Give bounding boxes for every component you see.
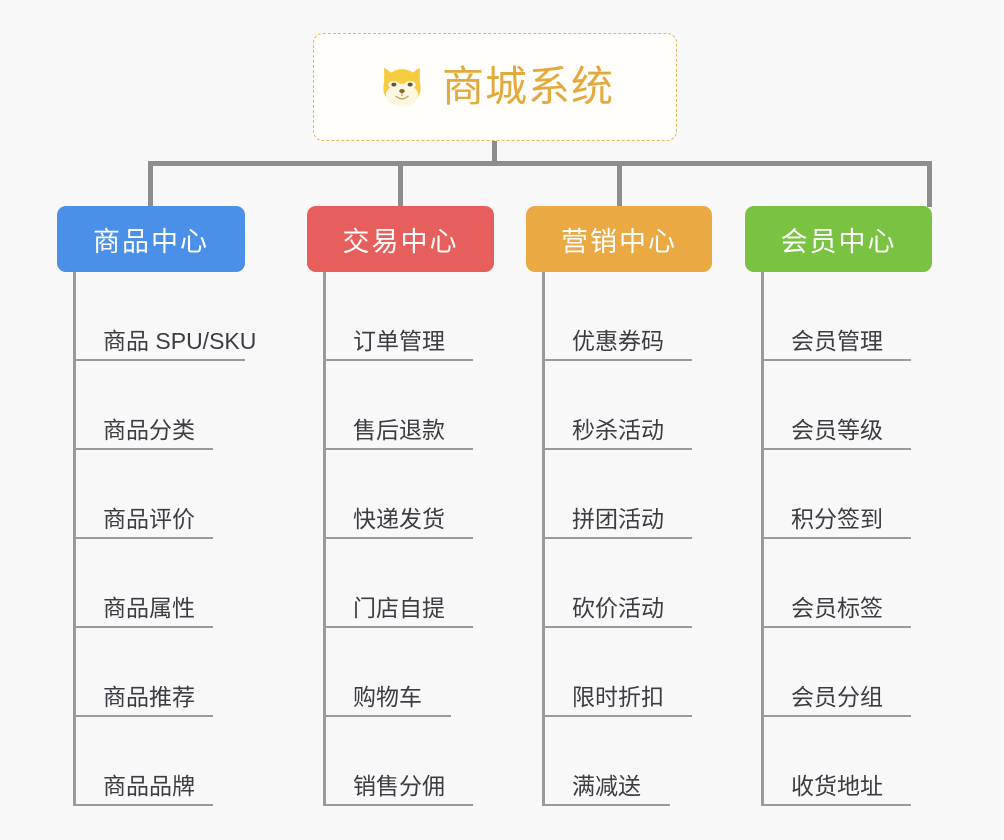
list-item[interactable]: 商品评价 <box>73 450 213 539</box>
list-item[interactable]: 砍价活动 <box>542 539 692 628</box>
list-item[interactable]: 商品品牌 <box>73 717 213 806</box>
list-item[interactable]: 门店自提 <box>323 539 473 628</box>
leaf-label: 满减送 <box>572 772 641 799</box>
shiba-dog-face-icon <box>376 61 428 113</box>
connector-root-stub <box>492 141 497 163</box>
leaf-label: 商品评价 <box>103 505 195 532</box>
category-header-member-center[interactable]: 会员中心 <box>745 206 932 272</box>
list-item[interactable]: 销售分佣 <box>323 717 473 806</box>
list-item[interactable]: 优惠券码 <box>542 272 692 361</box>
category-header-trade-center[interactable]: 交易中心 <box>307 206 494 272</box>
leaf-label: 快递发货 <box>353 505 445 532</box>
leaf-label: 收货地址 <box>791 772 883 799</box>
leaf-label: 积分签到 <box>791 505 883 532</box>
list-item[interactable]: 售后退款 <box>323 361 473 450</box>
leaf-label: 门店自提 <box>353 594 445 621</box>
connector-horizontal-bus <box>148 161 932 166</box>
leaf-label: 商品分类 <box>103 416 195 443</box>
connector-drop-2 <box>398 161 403 207</box>
root-title: 商城系统 <box>441 63 614 110</box>
leaf-label: 会员标签 <box>791 594 883 621</box>
column-trade-center: 交易中心 订单管理 售后退款 快递发货 门店自提 购物车 销售分佣 <box>307 206 527 806</box>
connector-drop-4 <box>927 161 932 207</box>
leaf-list-trade-center: 订单管理 售后退款 快递发货 门店自提 购物车 销售分佣 <box>307 272 527 806</box>
leaf-list-product-center: 商品 SPU/SKU 商品分类 商品评价 商品属性 商品推荐 商品品牌 <box>57 272 277 806</box>
category-label: 交易中心 <box>342 226 459 257</box>
leaf-label: 订单管理 <box>353 327 445 354</box>
list-item[interactable]: 会员等级 <box>761 361 911 450</box>
list-item[interactable]: 购物车 <box>323 628 451 717</box>
category-header-marketing-center[interactable]: 营销中心 <box>526 206 712 272</box>
list-item[interactable]: 快递发货 <box>323 450 473 539</box>
list-item[interactable]: 会员分组 <box>761 628 911 717</box>
list-item[interactable]: 秒杀活动 <box>542 361 692 450</box>
list-item[interactable]: 会员管理 <box>761 272 911 361</box>
leaf-label: 会员等级 <box>791 416 883 443</box>
leaf-label: 砍价活动 <box>572 594 664 621</box>
leaf-label: 优惠券码 <box>572 327 664 354</box>
category-header-product-center[interactable]: 商品中心 <box>57 206 245 272</box>
list-item[interactable]: 限时折扣 <box>542 628 692 717</box>
list-item[interactable]: 商品 SPU/SKU <box>73 272 256 361</box>
list-item[interactable]: 拼团活动 <box>542 450 692 539</box>
category-label: 商品中心 <box>93 226 209 257</box>
list-item[interactable]: 商品属性 <box>73 539 213 628</box>
leaf-label: 限时折扣 <box>572 683 664 710</box>
list-item[interactable]: 会员标签 <box>761 539 911 628</box>
root-node[interactable]: 商城系统 <box>313 33 677 141</box>
list-item[interactable]: 满减送 <box>542 717 670 806</box>
leaf-label: 商品 SPU/SKU <box>103 327 257 354</box>
leaf-label: 会员分组 <box>791 683 883 710</box>
column-product-center: 商品中心 商品 SPU/SKU 商品分类 商品评价 商品属性 商品推荐 商品品牌 <box>57 206 277 806</box>
column-marketing-center: 营销中心 优惠券码 秒杀活动 拼团活动 砍价活动 限时折扣 满减送 <box>526 206 746 806</box>
leaf-list-member-center: 会员管理 会员等级 积分签到 会员标签 会员分组 收货地址 <box>745 272 965 806</box>
list-item[interactable]: 收货地址 <box>761 717 911 806</box>
leaf-label: 秒杀活动 <box>572 416 664 443</box>
list-item[interactable]: 商品分类 <box>73 361 213 450</box>
column-member-center: 会员中心 会员管理 会员等级 积分签到 会员标签 会员分组 收货地址 <box>745 206 965 806</box>
connector-drop-3 <box>617 161 622 207</box>
leaf-label: 商品推荐 <box>103 683 195 710</box>
leaf-label: 商品属性 <box>103 594 195 621</box>
list-item[interactable]: 积分签到 <box>761 450 911 539</box>
list-item[interactable]: 订单管理 <box>323 272 473 361</box>
leaf-label: 会员管理 <box>791 327 883 354</box>
leaf-label: 售后退款 <box>353 416 445 443</box>
leaf-label: 购物车 <box>353 683 422 710</box>
leaf-label: 商品品牌 <box>103 772 195 799</box>
leaf-label: 销售分佣 <box>353 772 445 799</box>
connector-drop-1 <box>148 161 153 207</box>
category-label: 营销中心 <box>561 226 677 257</box>
category-label: 会员中心 <box>780 226 897 257</box>
leaf-label: 拼团活动 <box>572 505 664 532</box>
list-item[interactable]: 商品推荐 <box>73 628 213 717</box>
leaf-list-marketing-center: 优惠券码 秒杀活动 拼团活动 砍价活动 限时折扣 满减送 <box>526 272 746 806</box>
